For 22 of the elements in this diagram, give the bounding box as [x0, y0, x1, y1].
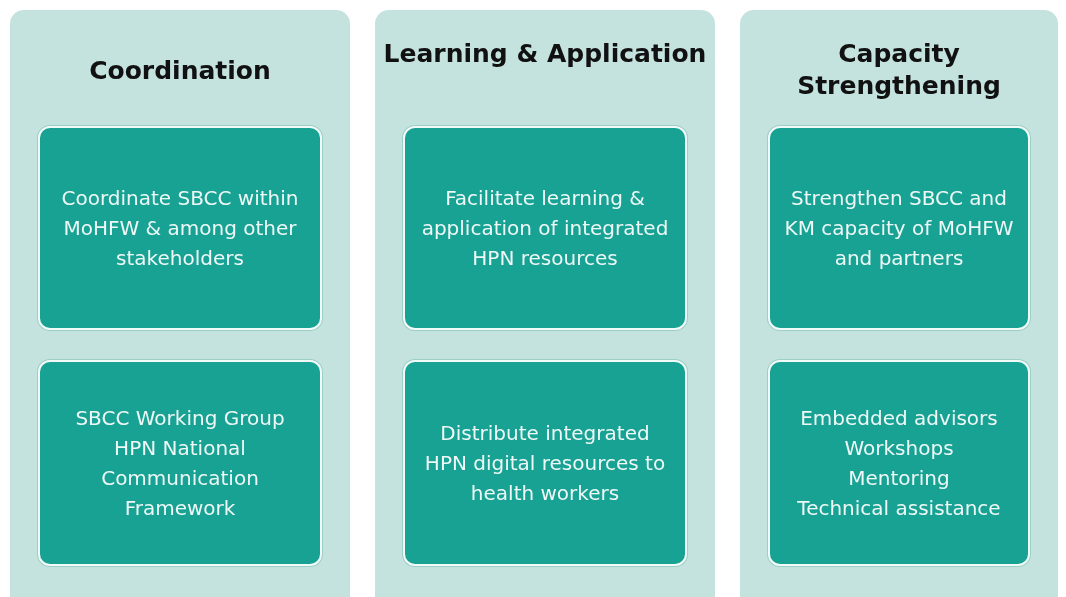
content-card — [403, 126, 687, 330]
card-text: Embedded advisors — [800, 405, 998, 432]
column-heading: Capacity Strengthening — [796, 38, 1002, 102]
content-card — [38, 126, 322, 330]
column-heading: Learning & Application — [382, 38, 708, 70]
column-panel — [10, 10, 350, 597]
column-panel — [375, 10, 715, 597]
card-text: Facilitate learning & application of integrated HPN resources — [420, 185, 670, 272]
card-text: Distribute integrated HPN digital resources to health workers — [423, 420, 667, 507]
card-text: SBCC Working Group — [75, 405, 285, 432]
card-text: Strengthen SBCC and KM capacity of MoHFW and partners — [784, 185, 1014, 272]
content-card — [403, 360, 687, 566]
card-text: Mentoring — [848, 465, 950, 492]
card-text: Technical assistance — [797, 495, 1001, 522]
card-text: Workshops — [844, 435, 954, 462]
card-text: HPN National Communication Framework — [100, 435, 260, 522]
column-panel — [740, 10, 1058, 597]
card-text: Coordinate SBCC within MoHFW & among other stakeholders — [60, 185, 300, 272]
column-heading: Coordination — [88, 55, 272, 87]
content-card — [768, 360, 1030, 566]
content-card — [38, 360, 322, 566]
content-card — [768, 126, 1030, 330]
